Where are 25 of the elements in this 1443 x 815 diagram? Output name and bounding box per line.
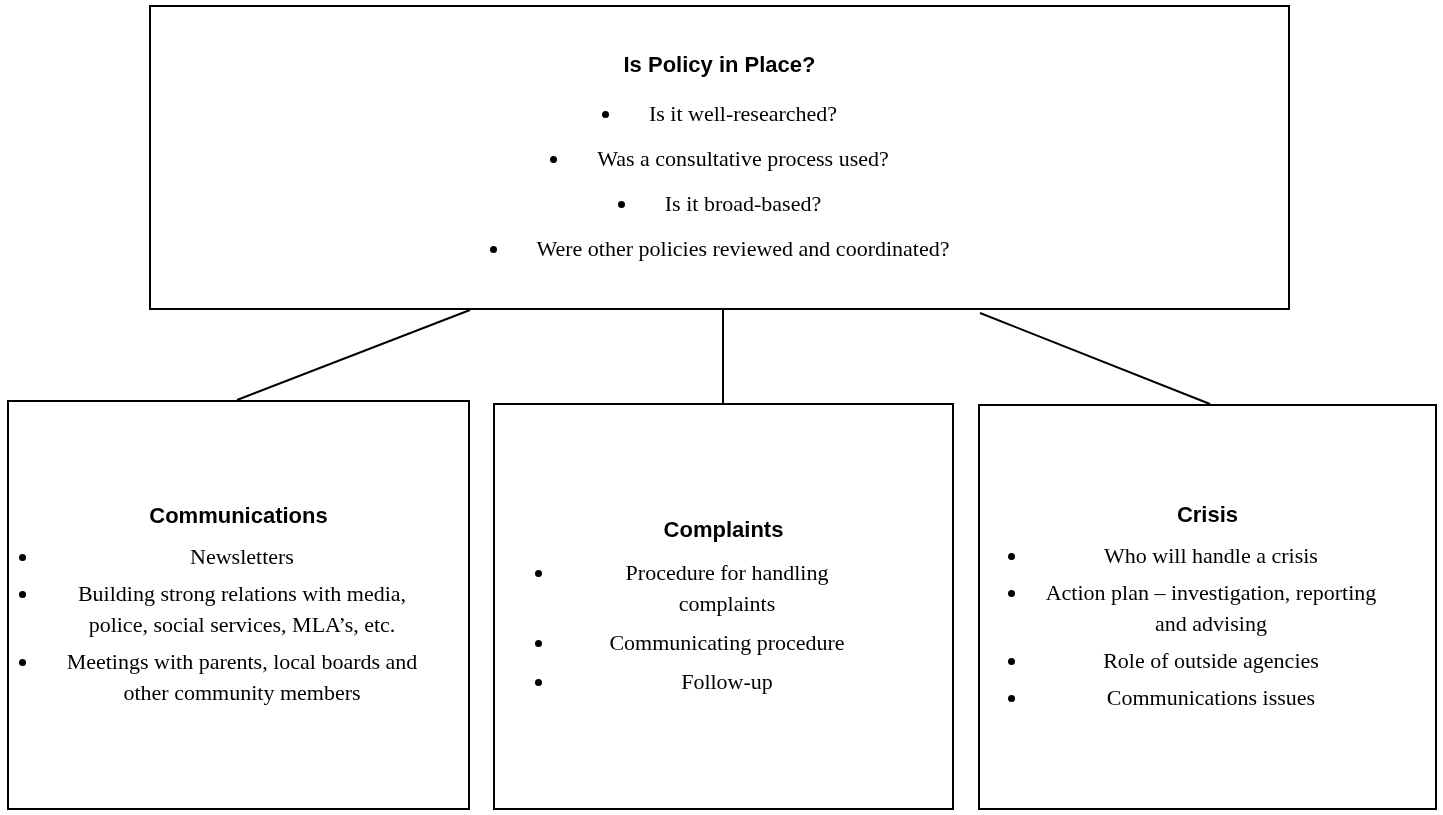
connector-line	[722, 309, 724, 404]
bullet-text: Building strong relations with media, police, social services, MLA’s, etc.	[76, 579, 408, 639]
text-box	[493, 403, 954, 810]
bullet-text: Communications issues	[1105, 683, 1317, 712]
bullet-text: Who will handle a crisis	[1103, 541, 1319, 570]
bullet-text: Newsletters	[189, 542, 295, 571]
bullet-text: Is it broad-based?	[664, 189, 822, 218]
bullet-text: Action plan – investigation, reporting and advising	[1044, 578, 1378, 638]
bullet-text: Communicating procedure	[608, 628, 846, 657]
bullet-text: Procedure for handling complaints	[624, 558, 830, 618]
bullet-text: Were other policies reviewed and coordinated?	[536, 234, 950, 263]
bullet-text: Role of outside agencies	[1102, 646, 1320, 675]
bullet-text: Meetings with parents, local boards and other community members	[65, 647, 419, 707]
connector-line	[236, 309, 471, 401]
box-heading: Crisis	[1176, 501, 1239, 528]
text-box	[149, 5, 1290, 310]
box-heading: Communications	[149, 502, 328, 529]
text-box	[7, 400, 470, 810]
bullet-text: Is it well-researched?	[648, 99, 838, 128]
box-heading: Is Policy in Place?	[623, 51, 816, 78]
bullet-text: Was a consultative process used?	[597, 144, 889, 173]
box-heading: Complaints	[663, 516, 784, 543]
text-box	[978, 404, 1437, 810]
bullet-text: Follow-up	[680, 667, 774, 696]
connector-line	[979, 312, 1211, 405]
